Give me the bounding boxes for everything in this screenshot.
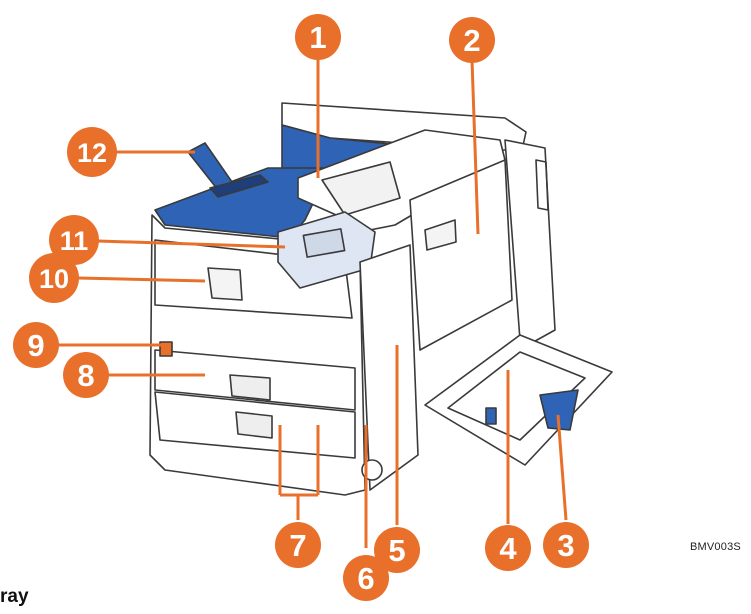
drawer-upper bbox=[154, 349, 356, 411]
bypass-guide-blue bbox=[485, 407, 497, 425]
leader-2 bbox=[470, 59, 480, 235]
right-front-column bbox=[359, 244, 419, 491]
callout-10: 10 bbox=[29, 253, 79, 303]
callout-7-number: 7 bbox=[289, 528, 306, 563]
callout-4-number: 4 bbox=[499, 531, 517, 566]
callout-8-number: 8 bbox=[77, 358, 94, 393]
callout-11: 11 bbox=[49, 215, 99, 265]
right-cover bbox=[409, 159, 513, 351]
output-tray-blue bbox=[154, 167, 331, 239]
bypass-tray bbox=[424, 334, 613, 466]
callout-11-number: 11 bbox=[60, 226, 89, 256]
drawer-grip-1 bbox=[229, 374, 271, 401]
bypass-tray-inner bbox=[447, 351, 586, 441]
callout-7: 7 bbox=[275, 522, 321, 568]
callout-3: 3 bbox=[543, 522, 589, 568]
drawer-lower bbox=[154, 391, 356, 459]
callout-5-number: 5 bbox=[388, 533, 405, 568]
callout-10-number: 10 bbox=[39, 264, 69, 294]
leader-7 bbox=[278, 425, 320, 520]
image-code: BMV003S bbox=[690, 541, 741, 553]
leader-lines bbox=[56, 58, 568, 548]
right-cover-latch bbox=[424, 219, 457, 251]
right-side-vent bbox=[535, 159, 549, 211]
callout-3-number: 3 bbox=[557, 528, 574, 563]
leader-11 bbox=[97, 239, 286, 249]
callout-6-number: 6 bbox=[357, 561, 374, 596]
control-panel-screen bbox=[302, 228, 346, 258]
callouts: 1 2 3 4 5 6 7 8 9 10 11 12 bbox=[13, 14, 589, 601]
callout-9: 9 bbox=[13, 322, 59, 368]
front-cover-handle bbox=[207, 267, 243, 301]
leader-10 bbox=[77, 276, 206, 283]
printer-illustration bbox=[149, 102, 613, 496]
cut-off-caption: ray bbox=[0, 586, 29, 607]
leader-3 bbox=[556, 414, 568, 521]
callout-12-number: 12 bbox=[77, 138, 107, 168]
tray-extension-arm bbox=[209, 174, 269, 198]
callout-12: 12 bbox=[67, 127, 117, 177]
callout-2: 2 bbox=[449, 17, 495, 63]
callout-8: 8 bbox=[63, 352, 109, 398]
tray-extension bbox=[187, 142, 233, 191]
top-cover-recess bbox=[321, 161, 401, 216]
callout-1-number: 1 bbox=[309, 20, 326, 55]
callout-5: 5 bbox=[374, 527, 420, 573]
callout-6: 6 bbox=[343, 555, 389, 601]
callout-2-number: 2 bbox=[463, 23, 480, 58]
drawer-grip-2 bbox=[235, 411, 273, 439]
bypass-extender bbox=[539, 389, 579, 431]
right-side-panel bbox=[504, 139, 556, 346]
callout-9-number: 9 bbox=[27, 328, 44, 363]
callout-4: 4 bbox=[485, 525, 531, 571]
callout-1: 1 bbox=[295, 14, 341, 60]
